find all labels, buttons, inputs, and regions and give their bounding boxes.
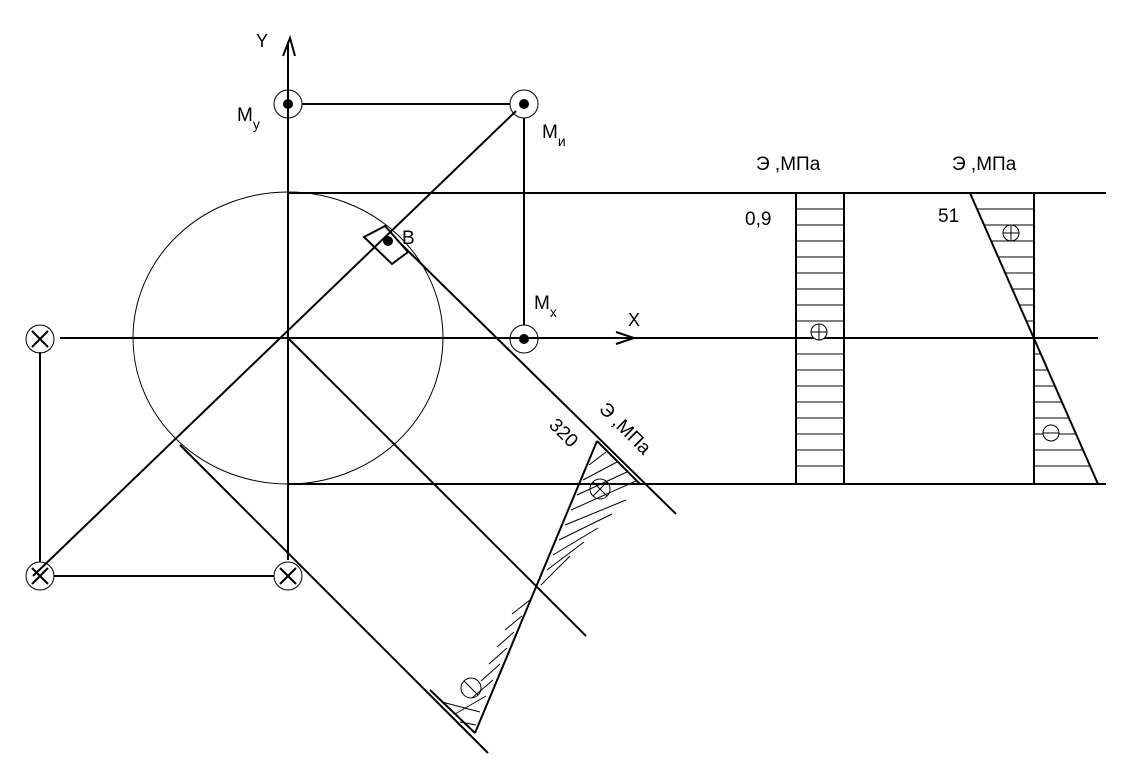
rotated-diagram-baseline-top <box>596 440 641 485</box>
center-diagram-value: 0,9 <box>745 209 771 230</box>
dot-in-circle-icon <box>509 324 539 354</box>
right-diagram-value: 51 <box>938 206 959 227</box>
point-b-label: B <box>402 228 415 249</box>
rotated-diagram-baseline-bottom <box>429 689 476 734</box>
mx-label: Mx <box>534 293 557 320</box>
cross-in-circle-icon <box>273 561 303 591</box>
tangent-line-top <box>401 244 677 515</box>
cross-in-circle-icon <box>25 561 55 591</box>
rotated-diagram-hatching <box>441 451 637 726</box>
plus-in-circle-icon <box>589 478 611 500</box>
right-stress-diagram: Э ,МПа 51 <box>938 154 1099 485</box>
y-axis-arrow <box>282 34 296 57</box>
center-stress-diagram: Э ,МПа 0,9 <box>745 154 845 484</box>
rotated-diagram-value: 320 <box>544 415 581 452</box>
minus-in-circle-icon <box>1042 424 1060 442</box>
minus-in-circle-icon <box>460 677 482 699</box>
y-axis-label: Y <box>256 31 268 51</box>
x-axis-arrow <box>615 331 638 345</box>
rotated-diagram-title: Э ,МПа <box>594 399 655 460</box>
plus-in-circle-icon <box>1002 224 1020 242</box>
center-diagram-title: Э ,МПа <box>756 154 821 175</box>
my-label: My <box>237 105 260 132</box>
right-diagram-hatching <box>977 208 1090 467</box>
dot-in-circle-icon <box>273 89 303 119</box>
rotated-stress-diagram: 320 Э ,МПа <box>429 399 655 734</box>
x-axis-label: X <box>628 310 640 330</box>
cross-in-circle-icon <box>25 324 55 354</box>
rotated-diagram-slope-line <box>474 440 598 734</box>
tangent-line-bottom <box>179 444 489 754</box>
right-diagram-title: Э ,МПа <box>952 154 1017 175</box>
resultant-moment-line <box>32 110 517 577</box>
dot-in-circle-icon <box>509 89 539 119</box>
point-b-marker <box>362 224 410 266</box>
mi-label: Mи <box>542 122 566 149</box>
plus-in-circle-icon <box>810 323 828 341</box>
center-diagram-hatching <box>796 208 844 467</box>
